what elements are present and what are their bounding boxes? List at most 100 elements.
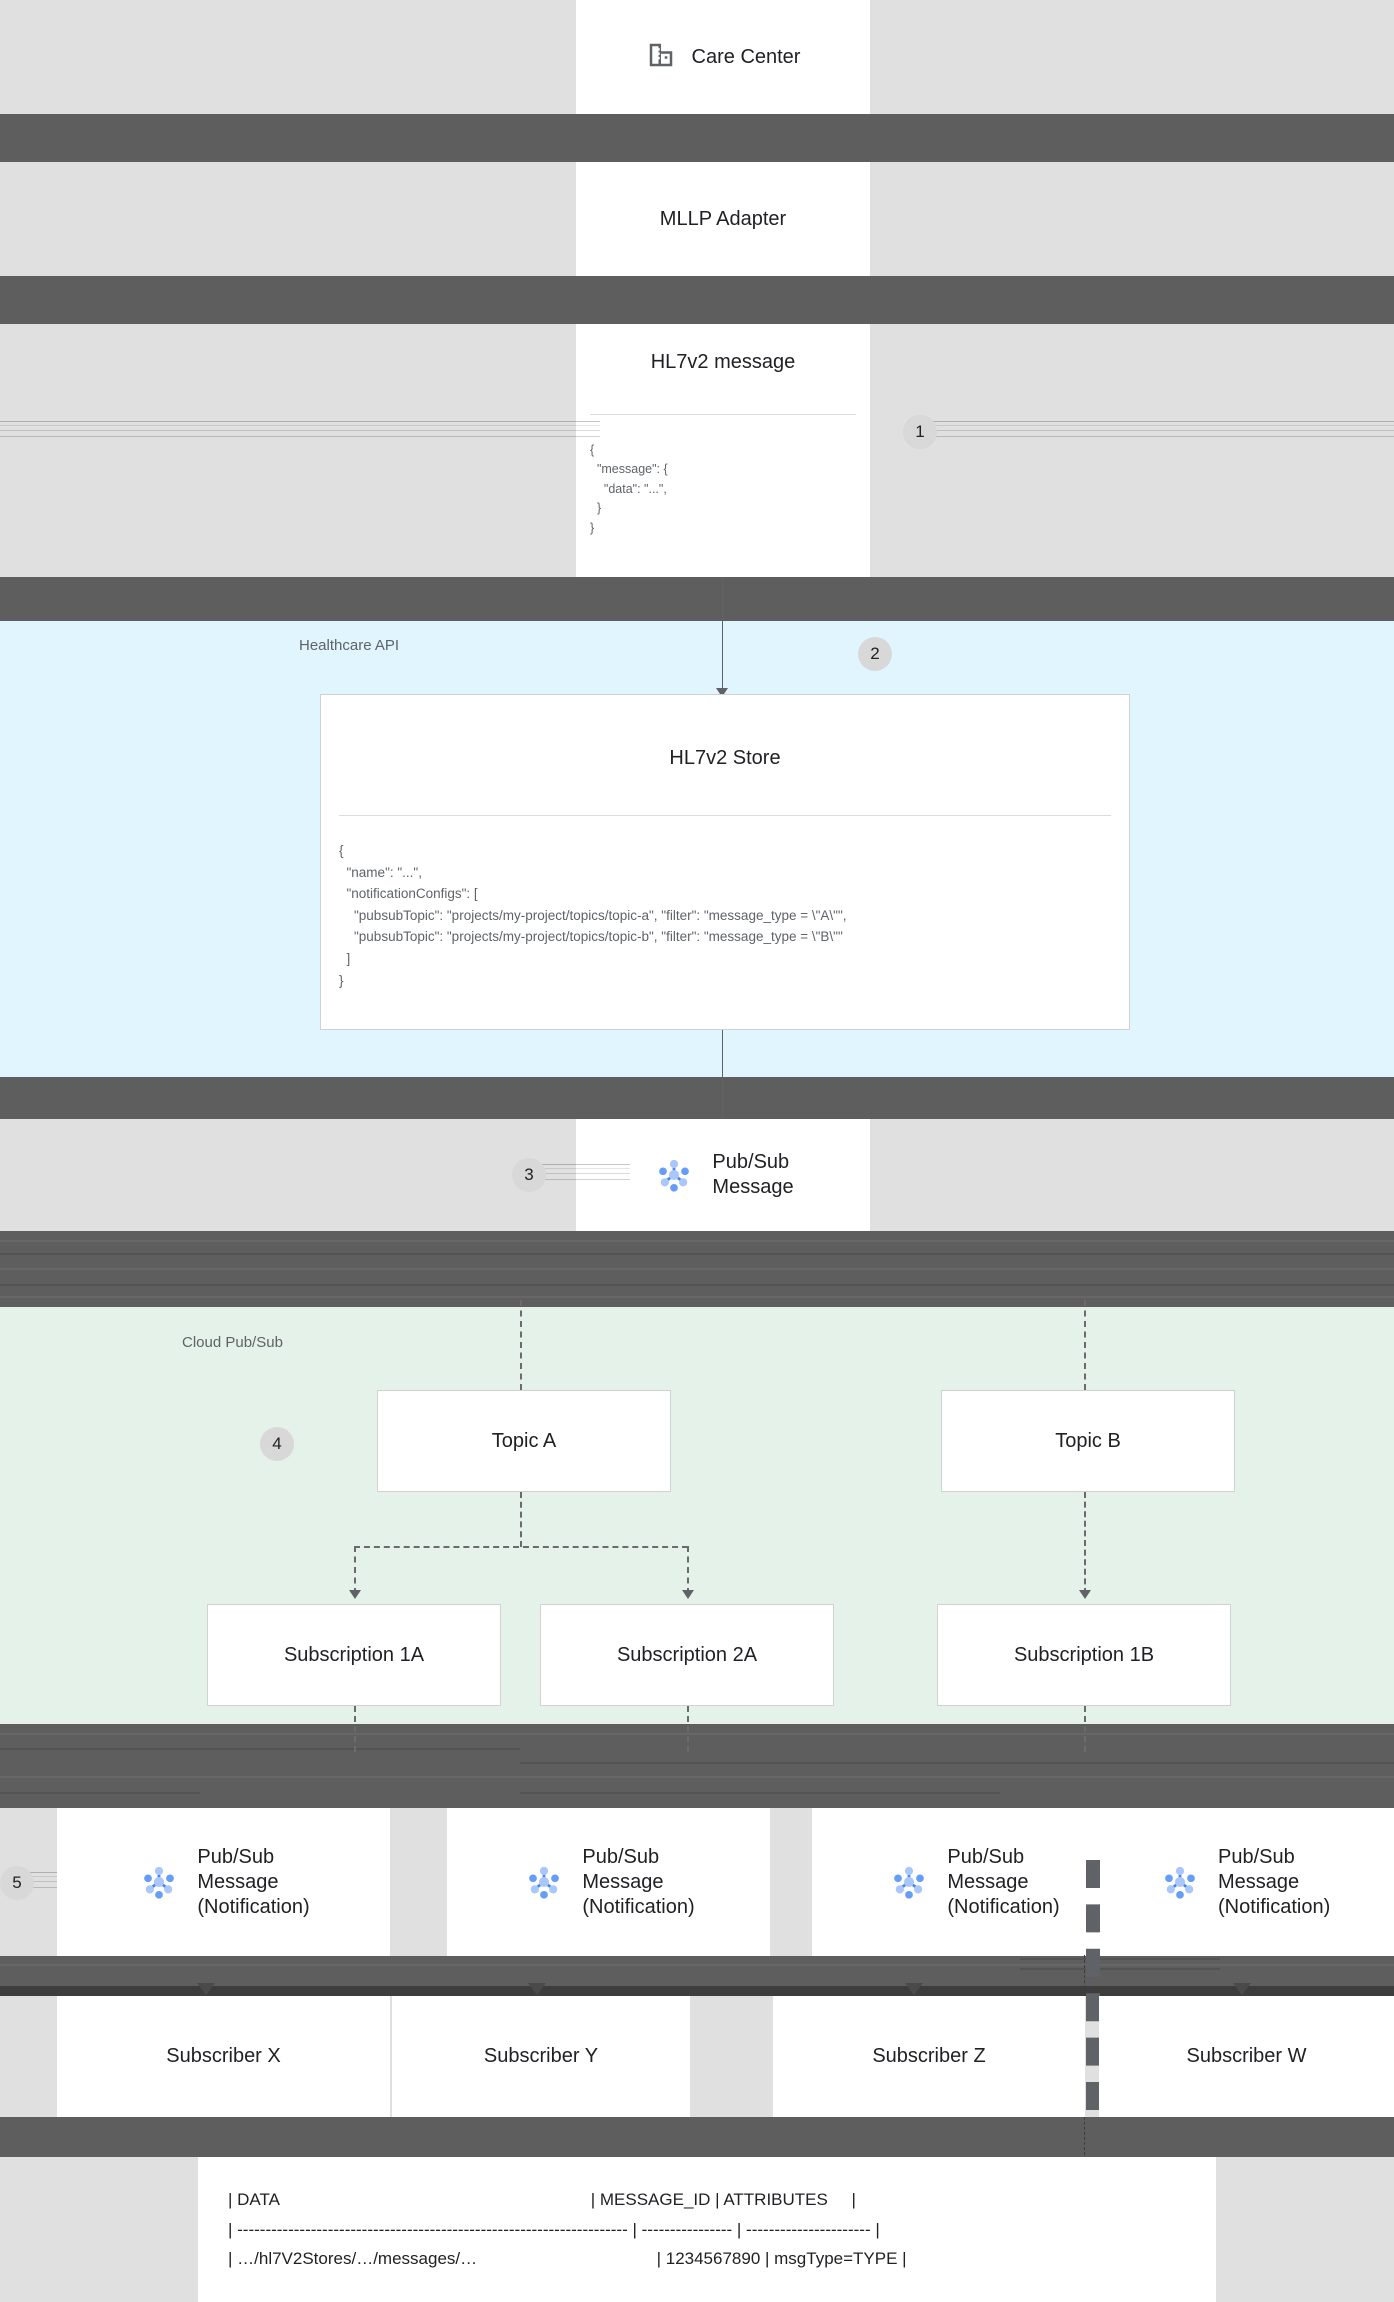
step-1-streak [920,421,1394,443]
notification-line-1: Pub/Sub [947,1845,1025,1868]
separator-stripe [0,1964,1394,1966]
arrow-to-sub-1b [1079,1590,1091,1599]
arrow-to-subscriber-w [1233,1983,1251,1995]
node-topic-b[interactable]: Topic B [941,1390,1235,1492]
hl7v2-store-label: HL7v2 Store [669,747,781,769]
separator-stripe [0,1776,1394,1778]
node-hl7v2-message[interactable]: HL7v2 message { "message": { "data": "..… [576,324,870,577]
notification-4-label: Pub/Sub Message (Notification) [1218,1845,1330,1920]
node-subscriber-z[interactable]: Subscriber Z [773,1996,1085,2117]
section-label-cloud-pubsub: Cloud Pub/Sub [182,1334,283,1351]
notification-2-label: Pub/Sub Message (Notification) [582,1845,694,1920]
step-4-badge: 4 [260,1427,294,1461]
node-hl7v2-store[interactable]: HL7v2 Store { "name": "...", "notificati… [320,694,1130,1030]
notification-line-3: (Notification) [1218,1895,1331,1918]
topic-b-label: Topic B [1055,1429,1121,1452]
dashed-rail [1086,1860,1100,2110]
dash-topic-a-out [520,1492,522,1547]
node-pubsub-message[interactable]: Pub/Sub Message [576,1119,870,1231]
notification-line-1: Pub/Sub [197,1845,275,1868]
divider [590,414,856,415]
subscription-1a-label: Subscription 1A [283,1643,425,1666]
separator-3 [0,577,1394,621]
dash-to-sub-2a [687,1546,689,1594]
arrow-to-subscriber-z [905,1983,923,1995]
dash-to-topic-b [1084,1300,1086,1390]
arrow-to-store [716,688,728,697]
node-notification-4[interactable]: Pub/Sub Message (Notification) [1102,1808,1394,1956]
node-subscription-1a[interactable]: Subscription 1A [207,1604,501,1706]
subscriber-z-label: Subscriber Z [872,2045,986,2067]
hl7v2-message-code: { "message": { "data": "...", } } [590,443,668,535]
section-label-healthcare-api: Healthcare API [299,637,400,654]
output-table-text: | DATA | MESSAGE_ID | ATTRIBUTES | | ---… [228,2189,907,2269]
node-subscriber-y[interactable]: Subscriber Y [392,1996,690,2117]
dash-to-sub-1a [354,1546,356,1594]
notification-line-3: (Notification) [582,1895,695,1918]
dash-sub-1a-tail [354,1706,356,1752]
node-subscriber-x[interactable]: Subscriber X [57,1996,390,2117]
pubsub-icon [887,1860,931,1904]
separator-stripe [520,1792,1000,1794]
node-subscription-1b[interactable]: Subscription 1B [937,1604,1231,1706]
step-3-badge: 3 [512,1158,546,1192]
notification-line-1: Pub/Sub [1218,1845,1295,1868]
step-1-badge: 1 [903,415,937,449]
separator-stripe [0,1253,1394,1255]
dash-to-topic-a [520,1300,522,1390]
connector-store-to-pubsub [722,1030,723,1120]
output-table-card[interactable]: | DATA | MESSAGE_ID | ATTRIBUTES | | ---… [198,2157,1216,2302]
node-notification-3[interactable]: Pub/Sub Message (Notification) [812,1808,1135,1956]
topic-a-label: Topic A [491,1429,557,1452]
dash-sub-1b-tail [1084,1706,1086,1752]
notification-line-2: Message [582,1870,664,1893]
notification-line-1: Pub/Sub [582,1845,660,1868]
subscriber-w-label: Subscriber W [1186,2045,1307,2067]
step-2-badge: 2 [858,637,892,671]
separator-stripe [0,1792,200,1794]
pubsub-message-line-1: Pub/Sub [712,1151,790,1173]
pubsub-icon [137,1860,181,1904]
step-3-streak [530,1164,630,1186]
pubsub-icon [1158,1860,1202,1904]
node-care-center[interactable]: Care Center [576,0,870,114]
dash-sub-2a-tail [687,1706,689,1752]
hl7v2-store-code: { "name": "...", "notificationConfigs": … [339,843,847,988]
node-notification-1[interactable]: Pub/Sub Message (Notification) [57,1808,390,1956]
arrow-to-sub-1a [349,1590,361,1599]
notification-1-label: Pub/Sub Message (Notification) [197,1845,309,1920]
arrow-to-subscriber-x [197,1983,215,1995]
separator-1 [0,114,1394,162]
subscription-2a-label: Subscription 2A [616,1643,758,1666]
dash-topic-b-out [1084,1492,1086,1594]
subscription-1b-label: Subscription 1B [1013,1643,1155,1666]
notification-line-2: Message [197,1870,279,1893]
subscriber-x-label: Subscriber X [166,2045,281,2067]
separator-stripe [0,1268,1394,1270]
separator-stripe [0,1296,1394,1298]
node-topic-a[interactable]: Topic A [377,1390,671,1492]
separator-4 [0,1077,1394,1119]
node-subscriber-w[interactable]: Subscriber W [1099,1996,1394,2117]
node-subscription-2a[interactable]: Subscription 2A [540,1604,834,1706]
building-icon [646,40,676,75]
pubsub-icon [652,1153,696,1197]
step-5-badge: 5 [0,1866,34,1900]
separator-stripe [1020,1958,1220,1960]
node-mllp-adapter[interactable]: MLLP Adapter [576,162,870,276]
separator-stripe [0,1748,520,1750]
connector-message-to-store [722,577,723,695]
notification-line-2: Message [947,1870,1029,1893]
separator-6 [0,1724,1394,1808]
separator-stripe [520,1762,1394,1764]
arrow-to-subscriber-y [528,1983,546,1995]
notification-3-label: Pub/Sub Message (Notification) [947,1845,1059,1920]
left-streak [0,421,600,443]
node-notification-2[interactable]: Pub/Sub Message (Notification) [447,1808,770,1956]
pubsub-message-label: Pub/Sub Message [712,1150,793,1200]
care-center-label: Care Center [691,45,801,68]
pubsub-icon [522,1860,566,1904]
separator-8 [0,2117,1394,2157]
notification-line-3: (Notification) [197,1895,310,1918]
